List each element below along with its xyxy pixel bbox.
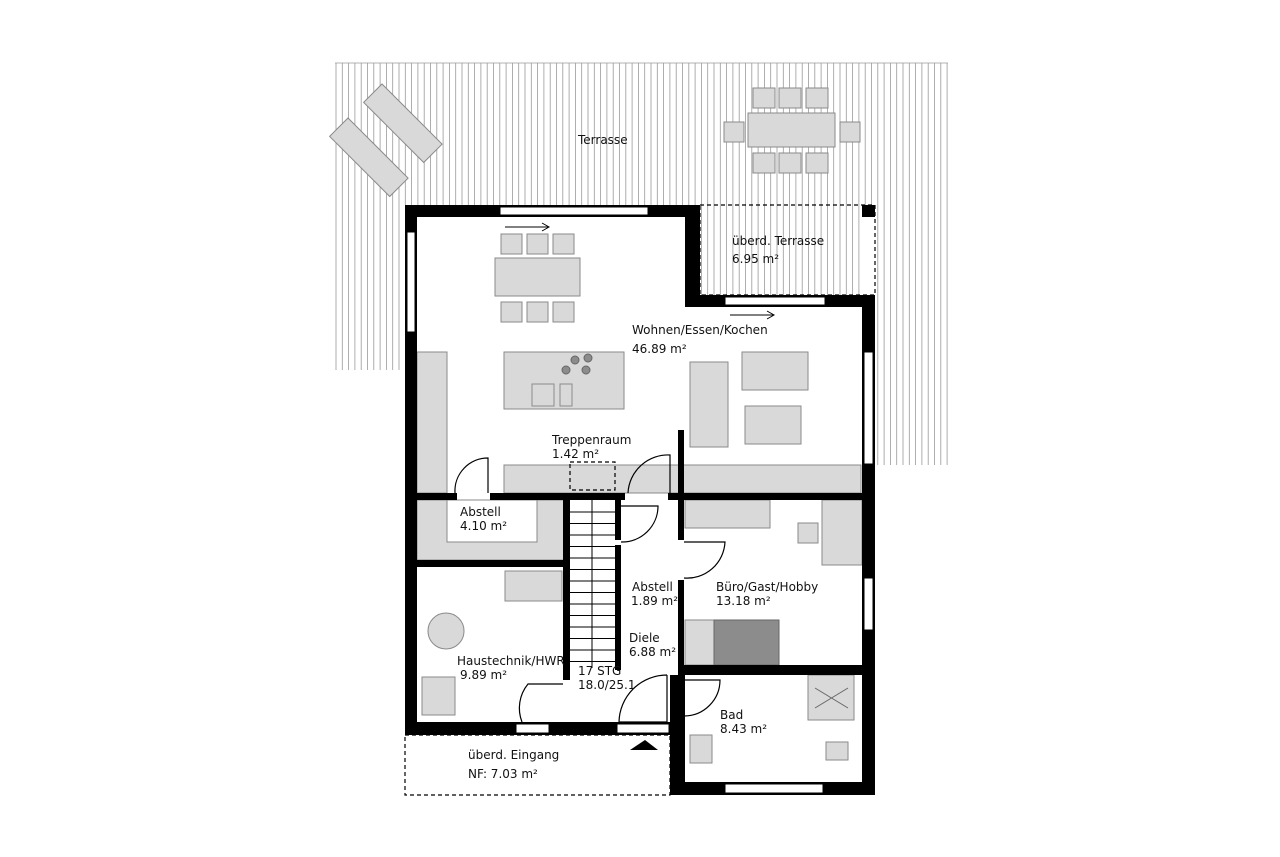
covered-entrance-outline	[404, 734, 671, 796]
room-area-covered-terrace: 6.95 m²	[732, 252, 779, 266]
storage-shelves	[416, 499, 566, 561]
sun-lounger	[328, 117, 409, 198]
terrace-decking	[328, 62, 948, 465]
room-area-storage1: 4.10 m²	[460, 519, 507, 533]
kitchen-counter	[416, 351, 448, 494]
room-area-utility: 9.89 m²	[460, 668, 507, 682]
outdoor-dining	[752, 152, 776, 174]
room-label-office: Büro/Gast/Hobby	[716, 580, 818, 594]
room-label-utility: Haustechnik/HWR	[457, 654, 565, 668]
room-area-living: 46.89 m²	[632, 342, 687, 356]
windows	[406, 206, 874, 794]
room-label-bath: Bad	[720, 708, 743, 722]
room-label-covered-terrace: überd. Terrasse	[732, 234, 824, 248]
room-label-storage1: Abstell	[460, 505, 501, 519]
room-area-storage2: 1.89 m²	[631, 594, 678, 608]
room-area-office: 13.18 m²	[716, 594, 771, 608]
stairs-ratio: 18.0/25.1	[578, 678, 635, 692]
room-label-living: Wohnen/Essen/Kochen	[632, 323, 768, 337]
outdoor-dining	[723, 121, 745, 143]
sofa-set	[689, 351, 809, 448]
room-area-stairwell: 1.42 m²	[552, 447, 599, 461]
water-tank	[427, 612, 465, 650]
stairs-steps: 17 STG	[578, 664, 621, 678]
kitchen-island	[503, 351, 625, 410]
dining-set	[494, 233, 581, 323]
staircase	[569, 461, 616, 668]
room-label-stairwell: Treppenraum	[551, 433, 631, 447]
outdoor-dining	[805, 152, 829, 174]
sun-lounger	[362, 83, 443, 164]
outdoor-dining	[805, 87, 829, 109]
room-label-storage2: Abstell	[632, 580, 673, 594]
heating-unit	[421, 676, 456, 716]
outdoor-dining	[839, 121, 861, 143]
slide-door-arrow-icon	[505, 222, 776, 320]
room-area-bath: 8.43 m²	[720, 722, 767, 736]
room-label-entrance: überd. Eingang	[468, 748, 559, 762]
outdoor-dining	[778, 87, 802, 109]
outdoor-dining	[747, 112, 836, 148]
entrance-marker-icon	[630, 740, 658, 750]
room-label-terrasse: Terrasse	[577, 133, 628, 147]
room-area-hall: 6.88 m²	[629, 645, 676, 659]
outdoor-dining	[778, 152, 802, 174]
outdoor-dining	[752, 87, 776, 109]
room-label-hall: Diele	[629, 631, 660, 645]
washer-dryer	[504, 570, 563, 602]
doors	[454, 454, 726, 723]
room-area-entrance: NF: 7.03 m²	[468, 767, 538, 781]
bathroom-fixtures	[689, 674, 855, 764]
